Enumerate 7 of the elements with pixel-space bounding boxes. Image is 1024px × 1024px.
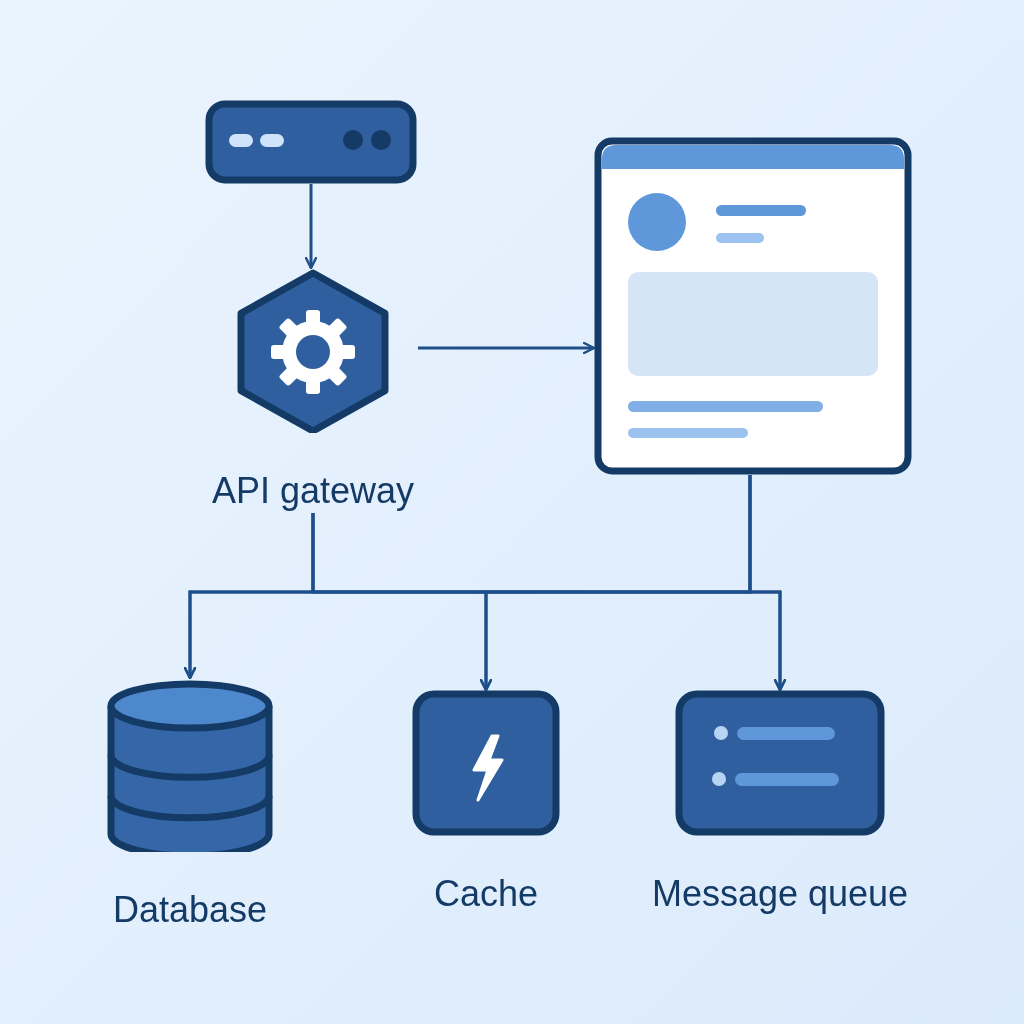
node-label: API gateway bbox=[211, 469, 415, 513]
node-label: Database bbox=[112, 888, 268, 932]
arrow bbox=[418, 341, 596, 355]
arrow bbox=[304, 184, 318, 270]
node-label: Cache bbox=[433, 872, 539, 916]
node-label: Message queue bbox=[651, 872, 909, 916]
arrow bbox=[748, 475, 787, 692]
